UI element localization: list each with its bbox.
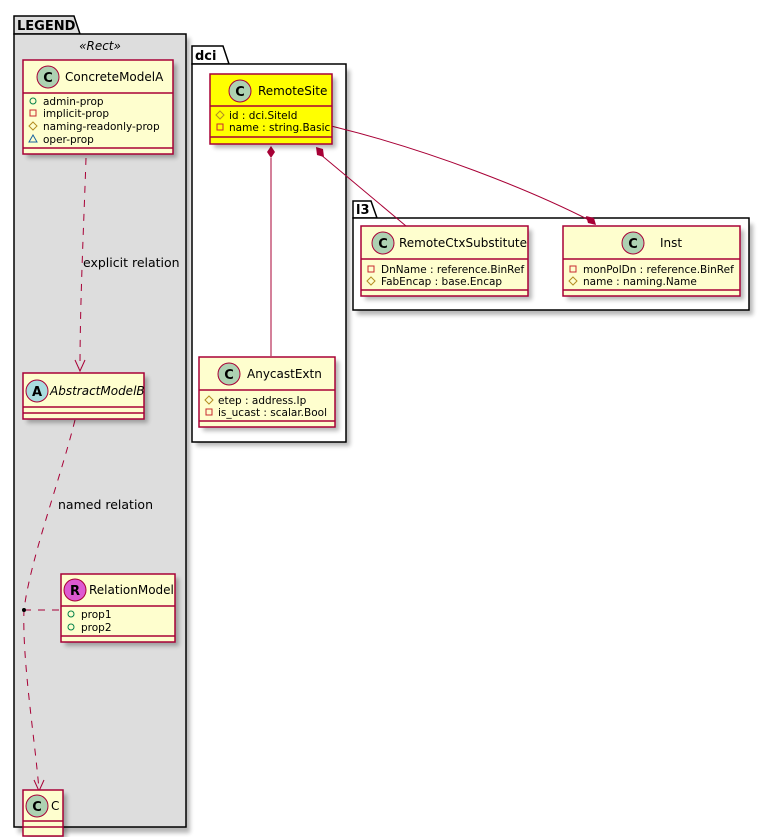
- package-stereotype: «Rect»: [79, 39, 121, 53]
- package-title: dci: [195, 49, 216, 64]
- attribute: DnName : reference.BinRef: [381, 264, 524, 276]
- arrowhead-icon: [74, 359, 86, 373]
- attribute: prop2: [81, 622, 112, 634]
- class-name: AbstractModelB: [49, 384, 145, 398]
- protected-visibility-icon: [366, 276, 376, 286]
- attribute-list: admin-prop implicit-prop naming-readonly…: [28, 96, 160, 146]
- public-visibility-icon: [29, 97, 37, 105]
- class-name: RemoteSite: [258, 84, 327, 98]
- package-title: LEGEND: [17, 19, 76, 34]
- class-badge-letter: C: [32, 800, 42, 815]
- abstract-badge-icon: [25, 379, 49, 403]
- class-badge-letter: A: [32, 385, 42, 400]
- edges: explicit relation named relation: [22, 125, 596, 793]
- class-badge-icon: [25, 794, 49, 818]
- public-visibility-icon: [67, 623, 75, 631]
- class-badge-letter: R: [70, 584, 80, 599]
- composition-diamond-icon: [316, 147, 324, 157]
- protected-visibility-icon: [204, 395, 214, 405]
- class-badge-letter: C: [378, 237, 388, 252]
- class-badge-icon: [228, 79, 252, 103]
- package-body: [13, 33, 187, 828]
- class-badge-letter: C: [628, 237, 638, 252]
- public-visibility-icon: [67, 610, 75, 618]
- class-inst[interactable]: C Inst monPolDn : reference.BinRef name …: [562, 225, 744, 300]
- attribute: FabEncap : base.Encap: [381, 276, 502, 288]
- attribute: name : naming.Name: [583, 276, 697, 288]
- class-anycastextn[interactable]: C AnycastExtn etep : address.Ip is_ucast…: [198, 356, 339, 431]
- attribute: naming-readonly-prop: [43, 121, 160, 133]
- attribute: is_ucast : scalar.Bool: [218, 407, 327, 419]
- class-concretemodela[interactable]: C ConcreteModelA admin-prop implicit-pro…: [22, 59, 177, 158]
- attribute: monPolDn : reference.BinRef: [583, 264, 734, 276]
- class-abstractmodelb[interactable]: A AbstractModelB: [22, 372, 148, 423]
- edge-inst-remotesite[interactable]: [330, 125, 590, 221]
- private-visibility-icon: [216, 123, 224, 131]
- edge-explicit-relation[interactable]: [79, 157, 87, 369]
- class-name: ConcreteModelA: [65, 70, 164, 84]
- private-visibility-icon: [205, 408, 213, 416]
- class-name: RemoteCtxSubstitute: [399, 236, 527, 250]
- attribute: admin-prop: [43, 96, 104, 108]
- package-legend[interactable]: LEGEND «Rect»: [13, 15, 190, 833]
- class-name: Inst: [660, 236, 682, 250]
- class-remotesite[interactable]: C RemoteSite id : dci.SiteId name : stri…: [209, 73, 336, 148]
- attribute: oper-prop: [43, 134, 94, 146]
- relation-badge-icon: [63, 578, 87, 602]
- edge-remotesite-remotectxsubstitute[interactable]: [319, 153, 407, 227]
- class-badge-letter: C: [224, 368, 234, 383]
- class-box: [562, 225, 741, 297]
- class-badge-icon: [36, 65, 60, 89]
- class-badge-icon: [371, 231, 395, 255]
- class-relationmodel[interactable]: R RelationModel prop1 prop2: [60, 573, 179, 646]
- composition-diamond-icon: [267, 146, 275, 158]
- package-visibility-icon: [28, 133, 38, 143]
- class-name: RelationModel: [89, 583, 174, 597]
- private-visibility-icon: [569, 265, 577, 273]
- attribute: id : dci.SiteId: [229, 110, 297, 122]
- protected-visibility-icon: [28, 121, 38, 131]
- protected-visibility-icon: [568, 276, 578, 286]
- class-badge-letter: C: [43, 71, 53, 86]
- private-visibility-icon: [29, 109, 37, 117]
- private-visibility-icon: [367, 265, 375, 273]
- junction-dot-icon: [22, 608, 26, 612]
- attribute: etep : address.Ip: [218, 395, 307, 407]
- attribute: prop1: [81, 609, 112, 621]
- class-box: [198, 356, 336, 428]
- class-name: C: [51, 799, 59, 813]
- edge-label-explicit-relation: explicit relation: [83, 255, 180, 270]
- protected-visibility-icon: [215, 110, 225, 120]
- class-name: AnycastExtn: [247, 367, 322, 381]
- attribute: implicit-prop: [43, 108, 109, 120]
- edge-label-named-relation: named relation: [58, 497, 153, 512]
- class-remotectxsubstitute[interactable]: C RemoteCtxSubstitute DnName : reference…: [360, 225, 532, 300]
- class-badge-icon: [621, 231, 645, 255]
- composition-diamond-icon: [586, 216, 596, 225]
- package-title: l3: [356, 203, 370, 218]
- class-c[interactable]: C C: [22, 789, 67, 837]
- class-badge-letter: C: [235, 85, 245, 100]
- attribute: name : string.Basic: [229, 122, 330, 134]
- class-badge-icon: [217, 362, 241, 386]
